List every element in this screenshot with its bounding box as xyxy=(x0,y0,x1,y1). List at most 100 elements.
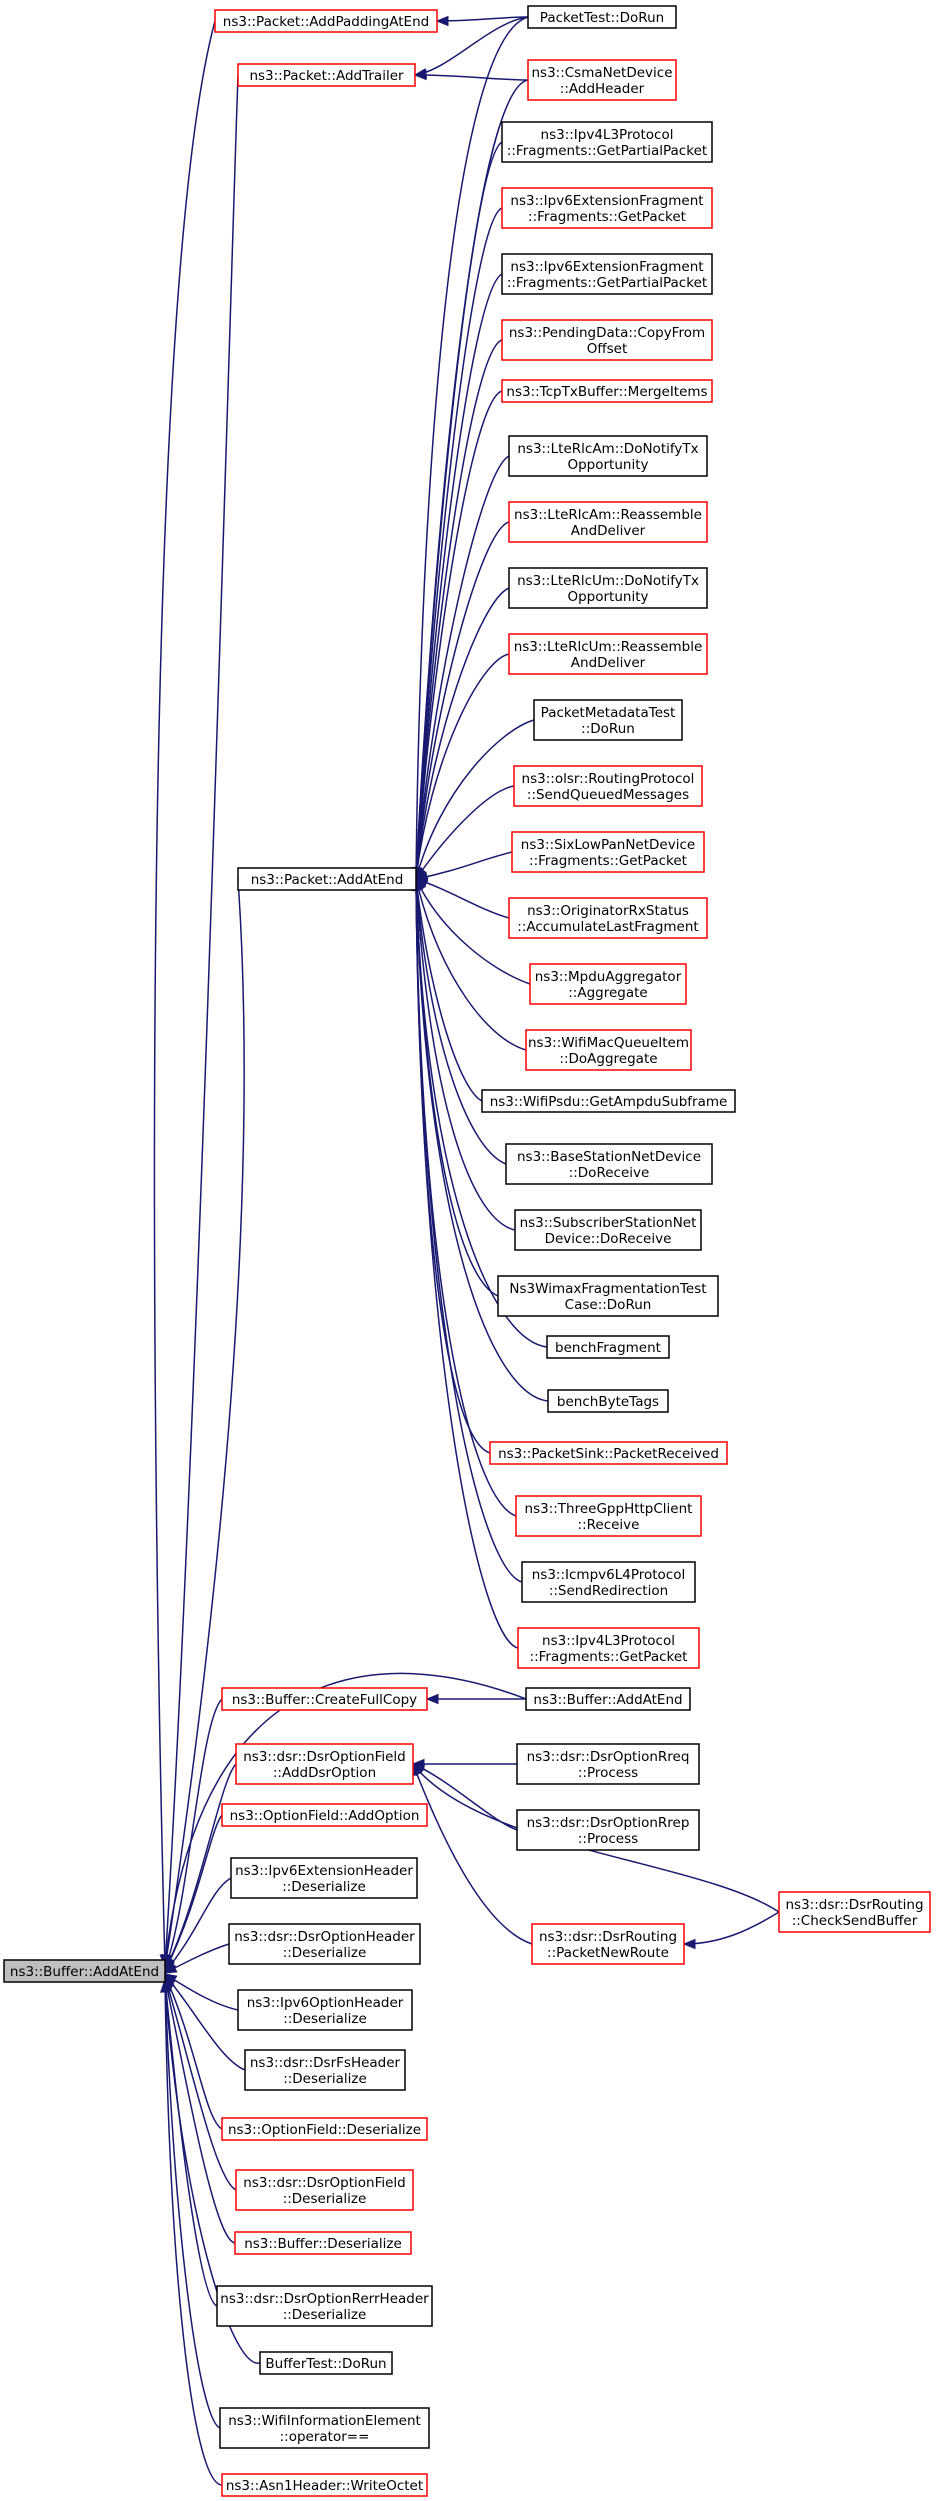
function-node-label: AndDeliver xyxy=(571,655,646,671)
function-node-optfield-add[interactable]: ns3::OptionField::AddOption xyxy=(221,1803,428,1827)
function-node-csma-addheader[interactable]: ns3::CsmaNetDevice::AddHeader xyxy=(527,59,677,101)
function-node-benchfrag[interactable]: benchFragment xyxy=(546,1335,670,1359)
function-node-dsroptheader-deser[interactable]: ns3::dsr::DsrOptionHeader::Deserialize xyxy=(228,1923,421,1965)
function-node-buf-deser[interactable]: ns3::Buffer::Deserialize xyxy=(234,2231,412,2255)
function-node-pktsink-recv[interactable]: ns3::PacketSink::PacketReceived xyxy=(489,1441,728,1465)
function-node-box xyxy=(501,253,713,295)
function-node-box xyxy=(527,5,677,29)
call-edge xyxy=(414,877,510,919)
function-node-buftest[interactable]: BufferTest::DoRun xyxy=(259,2351,393,2375)
function-node-label: ns3::dsr::DsrOptionRrep xyxy=(527,1815,690,1831)
function-node-ssnd-recv[interactable]: ns3::SubscriberStationNetDevice::DoRecei… xyxy=(514,1209,702,1251)
function-node-buf-addatend-root[interactable]: ns3::Buffer::AddAtEnd xyxy=(3,1959,166,1983)
function-node-box xyxy=(221,1803,428,1827)
function-node-dsrrouting-newroute[interactable]: ns3::dsr::DsrRouting::PacketNewRoute xyxy=(531,1923,685,1965)
call-edge xyxy=(682,1911,780,1950)
function-node-dsrfield-add[interactable]: ns3::dsr::DsrOptionField::AddDsrOption xyxy=(235,1743,414,1785)
function-node-box xyxy=(219,2407,430,2449)
function-node-label: benchByteTags xyxy=(557,1394,659,1410)
function-node-label: BufferTest::DoRun xyxy=(265,2356,386,2372)
function-node-wifipsdu-get[interactable]: ns3::WifiPsdu::GetAmpduSubframe xyxy=(481,1089,736,1113)
function-node-ipv6opthdr-deser[interactable]: ns3::Ipv6OptionHeader::Deserialize xyxy=(237,1989,413,2031)
function-node-dsrrrep-proc[interactable]: ns3::dsr::DsrOptionRrep::Process xyxy=(516,1809,700,1851)
function-node-label: ns3::Ipv4L3Protocol xyxy=(541,127,674,143)
function-node-box xyxy=(497,1275,719,1317)
function-node-mpdu-agg[interactable]: ns3::MpduAggregator::Aggregate xyxy=(529,963,687,1005)
function-node-label: ns3::Ipv6ExtensionFragment xyxy=(510,193,703,209)
function-node-label: ns3::Buffer::Deserialize xyxy=(244,2236,402,2252)
function-node-label: ns3::LteRlcUm::Reassemble xyxy=(514,639,703,655)
function-node-label: ns3::LteRlcAm::DoNotifyTx xyxy=(517,441,698,457)
function-node-dsrrouting-check[interactable]: ns3::dsr::DsrRouting::CheckSendBuffer xyxy=(778,1891,931,1933)
function-node-pkt-addatend[interactable]: ns3::Packet::AddAtEnd xyxy=(237,867,417,891)
function-node-ipv4frag-partial[interactable]: ns3::Ipv4L3Protocol::Fragments::GetParti… xyxy=(501,121,713,163)
function-node-box xyxy=(525,1029,692,1071)
function-node-label: ns3::TcpTxBuffer::MergeItems xyxy=(506,384,707,400)
function-node-label: ::Deserialize xyxy=(283,2071,367,2087)
function-node-tcptx-merge[interactable]: ns3::TcpTxBuffer::MergeItems xyxy=(501,379,713,403)
function-node-pkt-addpad[interactable]: ns3::Packet::AddPaddingAtEnd xyxy=(214,9,438,33)
call-edge xyxy=(164,1973,246,2071)
function-node-box xyxy=(508,897,708,939)
function-node-label: Ns3WimaxFragmentationTest xyxy=(509,1281,706,1297)
function-node-label: ns3::Ipv6ExtensionHeader xyxy=(235,1863,413,1879)
call-edge xyxy=(411,877,507,1165)
function-node-box xyxy=(525,1687,691,1711)
function-node-label: Opportunity xyxy=(567,589,648,605)
function-node-ipv6extfrag-partial[interactable]: ns3::Ipv6ExtensionFragment::Fragments::G… xyxy=(501,253,713,295)
function-node-sixlowpan-get[interactable]: ns3::SixLowPanNetDevice::Fragments::GetP… xyxy=(511,831,705,873)
function-node-dsrfs-deser[interactable]: ns3::dsr::DsrFsHeader::Deserialize xyxy=(244,2049,406,2091)
function-node-label: ns3::LteRlcUm::DoNotifyTx xyxy=(517,573,699,589)
function-node-box xyxy=(514,1209,702,1251)
function-node-buf-addatend2[interactable]: ns3::Buffer::AddAtEnd xyxy=(525,1687,691,1711)
function-node-box xyxy=(216,2285,433,2327)
function-node-label: PacketMetadataTest xyxy=(541,705,676,721)
function-node-label: ::DoRun xyxy=(581,721,635,737)
function-node-dsroptfield-deser[interactable]: ns3::dsr::DsrOptionField::Deserialize xyxy=(235,2169,414,2211)
call-graph-nodes: ns3::Packet::AddPaddingAtEnd PacketTest::… xyxy=(3,5,931,2497)
call-edge xyxy=(410,877,519,1649)
function-node-threegpp-recv[interactable]: ns3::ThreeGppHttpClient::Receive xyxy=(515,1495,702,1537)
function-node-icmpv6-redir[interactable]: ns3::Icmpv6L4Protocol::SendRedirection xyxy=(521,1561,696,1603)
function-node-benchbyte[interactable]: benchByteTags xyxy=(547,1389,669,1413)
function-node-box xyxy=(501,319,713,361)
function-node-originator-acc[interactable]: ns3::OriginatorRxStatus::AccumulateLastF… xyxy=(508,897,708,939)
function-node-ipv4frag-get[interactable]: ns3::Ipv4L3Protocol::Fragments::GetPacke… xyxy=(517,1627,700,1669)
function-node-box xyxy=(531,1923,685,1965)
function-node-dsrrerr-deser[interactable]: ns3::dsr::DsrOptionRerrHeader::Deseriali… xyxy=(216,2285,433,2327)
function-node-asn1-write[interactable]: ns3::Asn1Header::WriteOctet xyxy=(221,2473,428,2497)
call-edge xyxy=(164,1877,232,1974)
function-node-label: ns3::PendingData::CopyFrom xyxy=(509,325,705,341)
function-node-dsrrreq-proc[interactable]: ns3::dsr::DsrOptionRreq::Process xyxy=(516,1743,700,1785)
function-node-bsnd-recv[interactable]: ns3::BaseStationNetDevice::DoReceive xyxy=(505,1143,713,1185)
function-node-wifiinfo-op[interactable]: ns3::WifiInformationElement::operator== xyxy=(219,2407,430,2449)
function-node-optfield-deser[interactable]: ns3::OptionField::Deserialize xyxy=(221,2117,428,2141)
function-node-ipv6extfrag-get[interactable]: ns3::Ipv6ExtensionFragment::Fragments::G… xyxy=(501,187,713,229)
function-node-box xyxy=(221,1687,428,1711)
call-edge xyxy=(153,20,216,1968)
call-edge xyxy=(412,1762,533,1945)
function-node-box xyxy=(508,567,708,609)
function-node-box xyxy=(501,379,713,403)
function-node-label: ns3::Icmpv6L4Protocol xyxy=(532,1567,686,1583)
function-node-box xyxy=(778,1891,931,1933)
function-node-pktmeta-test[interactable]: PacketMetadataTest::DoRun xyxy=(533,699,683,741)
function-node-box xyxy=(481,1089,736,1113)
function-node-ipv6exthdr-deser[interactable]: ns3::Ipv6ExtensionHeader::Deserialize xyxy=(230,1857,418,1899)
function-node-olsr-send[interactable]: ns3::olsr::RoutingProtocol::SendQueuedMe… xyxy=(513,765,703,807)
function-node-label: ns3::dsr::DsrRouting xyxy=(785,1897,923,1913)
function-node-buf-createfull[interactable]: ns3::Buffer::CreateFullCopy xyxy=(221,1687,428,1711)
function-node-label: ::Process xyxy=(578,1765,638,1781)
function-node-label: ns3::WifiMacQueueItem xyxy=(528,1035,689,1051)
function-node-pkt-addtrailer[interactable]: ns3::Packet::AddTrailer xyxy=(237,63,416,87)
function-node-wifimacq-agg[interactable]: ns3::WifiMacQueueItem::DoAggregate xyxy=(525,1029,692,1071)
function-node-packettest[interactable]: PacketTest::DoRun xyxy=(527,5,677,29)
function-node-label: ::SendRedirection xyxy=(549,1583,668,1599)
function-node-box xyxy=(516,1809,700,1851)
